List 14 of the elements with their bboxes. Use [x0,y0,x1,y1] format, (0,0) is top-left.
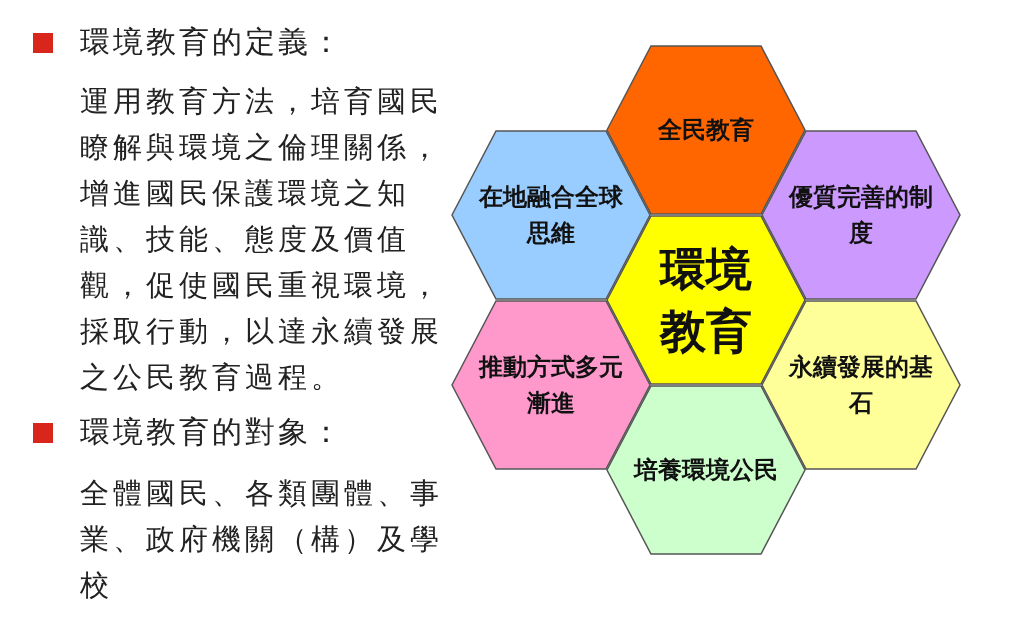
hexagon-label: 培養環境公民 [632,455,779,486]
heading: 環境教育的對象： [80,413,344,451]
hexagon-label: 永續發展的基石 [787,352,934,419]
hexagon [761,130,961,300]
hexagon-label: 在地融合全球思維 [477,182,624,249]
hexagon [606,385,806,555]
hexagon-label: 環境教育 [658,241,753,360]
heading: 環境教育的定義： [80,23,344,61]
paragraph: 全體國民、各類團體、事業、政府機關（構）及學校 [80,475,444,604]
hexagon-label: 全民教育 [657,115,755,146]
hexagon-label: 優質完善的制度 [787,182,934,249]
hexagon-label: 推動方式多元漸進 [477,352,624,419]
paragraph: 運用教育方法，培育國民瞭解與環境之倫理關係，增進國民保護環境之知識、技能、態度及價值觀，促使國民重視環境，採取行動，以達永續發展之公民教育過程。 [80,83,444,396]
hexagon [451,130,651,300]
